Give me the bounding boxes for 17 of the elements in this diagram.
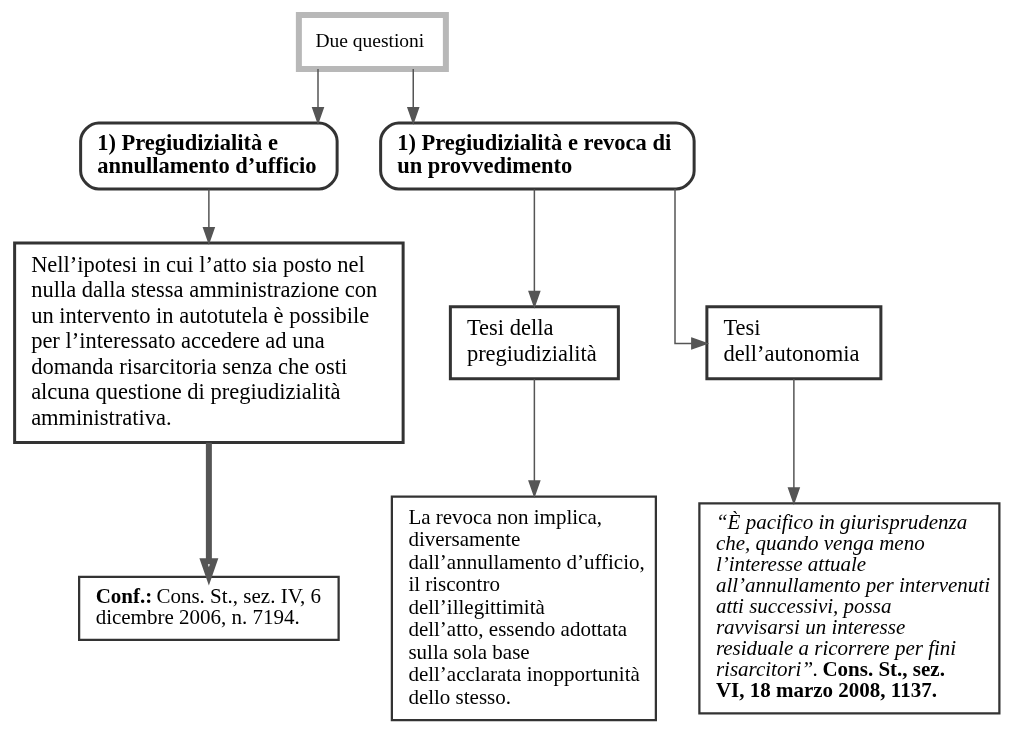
node-box: Tesi della pregiudizialità (448, 305, 620, 381)
node-box: 1) Pregiudizialità e annullamento d’ufficio (79, 121, 339, 191)
node-box: Due questioni (295, 12, 449, 72)
arrow (528, 378, 541, 499)
node-box: La revoca non implica, diversamente dall’annullamento d’ufficio, il riscontro dell’illegittimità dell’atto, essendo adottata sulla sola base dell’acclarata inopportunità dello stesso. (390, 495, 657, 722)
node-box: “È pacifico in giurisprudenza che, quando venga meno l’interesse attuale all’annullamento per intervenuti atti successivi, possa ravvisarsi un interesse residuale a ricorrere per fini risarcitori”. Cons. St., sez. VI, 18 marzo 2008, 1137. (698, 502, 1001, 715)
arrow (674, 188, 710, 350)
arrow (202, 188, 216, 246)
arrow (199, 442, 219, 586)
node-box: Nell’ipotesi in cui l’atto sia posto nel nulla dalla stessa amministrazione con un intervento in autotutela è possibile per l’interessato accedere ad una domanda risarcitoria senza che osti alcuna questione di pregiudizialità amministrativa. (13, 241, 405, 444)
arrow (311, 68, 325, 125)
arrow (528, 188, 541, 309)
node-box: Tesi dell’autonomia (705, 305, 883, 381)
arrow (787, 378, 801, 506)
arrow (406, 68, 420, 125)
node-box: Conf.: Cons. St., sez. IV, 6 dicembre 2006, n. 7194. (78, 575, 340, 641)
node-box: 1) Pregiudizialità e revoca di un provvedimento (379, 121, 696, 191)
